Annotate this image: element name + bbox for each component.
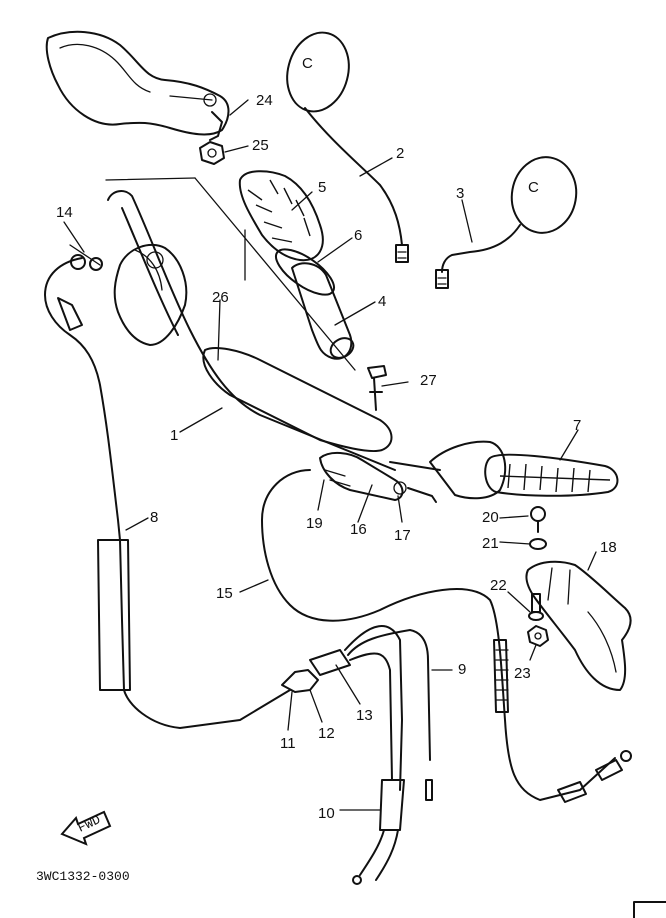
part-labels: 24 25 2 3 5 6 4 26 27 1 7 14 8 19 16 17 … bbox=[56, 92, 617, 822]
mirror-2 bbox=[286, 31, 409, 263]
label-12: 12 bbox=[318, 725, 335, 742]
label-2: 2 bbox=[396, 145, 404, 162]
bracket-18 bbox=[525, 560, 632, 691]
label-13: 13 bbox=[356, 707, 373, 724]
exploded-view-lines bbox=[105, 177, 356, 371]
label-19: 19 bbox=[306, 515, 323, 532]
clip-27 bbox=[367, 365, 387, 411]
washer-21 bbox=[529, 538, 547, 550]
label-22: 22 bbox=[490, 577, 507, 594]
label-15: 15 bbox=[216, 585, 233, 602]
label-10: 10 bbox=[318, 805, 335, 822]
right-switch bbox=[319, 440, 507, 503]
bolt-22 bbox=[528, 593, 544, 621]
throttle-cables bbox=[281, 625, 433, 885]
label-7: 7 bbox=[573, 417, 581, 434]
nut-23 bbox=[527, 625, 549, 647]
mirror-3 bbox=[435, 156, 578, 289]
label-11: 11 bbox=[280, 735, 296, 752]
screw-20 bbox=[530, 506, 546, 533]
cable-15 bbox=[261, 469, 632, 803]
washer-6 bbox=[275, 248, 335, 296]
handlebar-1 bbox=[107, 190, 441, 471]
nut-25 bbox=[199, 141, 225, 165]
label-9: 9 bbox=[458, 661, 466, 678]
label-16: 16 bbox=[350, 521, 367, 538]
part-code: 3WC1332-0300 bbox=[36, 869, 130, 884]
mirror-letter-2: C bbox=[302, 55, 313, 72]
left-switch bbox=[113, 243, 188, 346]
label-20: 20 bbox=[482, 509, 499, 526]
label-25: 25 bbox=[252, 137, 269, 154]
label-4: 4 bbox=[378, 293, 386, 310]
label-23: 23 bbox=[514, 665, 531, 682]
label-8: 8 bbox=[150, 509, 158, 526]
mirror-letter-3: C bbox=[528, 179, 539, 196]
grip-7 bbox=[484, 453, 619, 497]
label-14: 14 bbox=[56, 204, 73, 221]
label-24: 24 bbox=[256, 92, 273, 109]
corner-mark bbox=[633, 901, 666, 918]
cable-8 bbox=[44, 244, 291, 729]
grip-5 bbox=[238, 170, 324, 262]
label-3: 3 bbox=[456, 185, 464, 202]
label-5: 5 bbox=[318, 179, 326, 196]
cowl-part bbox=[45, 30, 230, 141]
leader-lines bbox=[63, 99, 597, 811]
label-17: 17 bbox=[394, 527, 411, 544]
throttle-grip-4 bbox=[291, 262, 355, 360]
label-6: 6 bbox=[354, 227, 362, 244]
label-26: 26 bbox=[212, 289, 229, 306]
label-1: 1 bbox=[170, 427, 178, 444]
label-27: 27 bbox=[420, 372, 437, 389]
forward-arrow-icon: FWD bbox=[60, 810, 112, 846]
label-18: 18 bbox=[600, 539, 617, 556]
label-21: 21 bbox=[482, 535, 499, 552]
